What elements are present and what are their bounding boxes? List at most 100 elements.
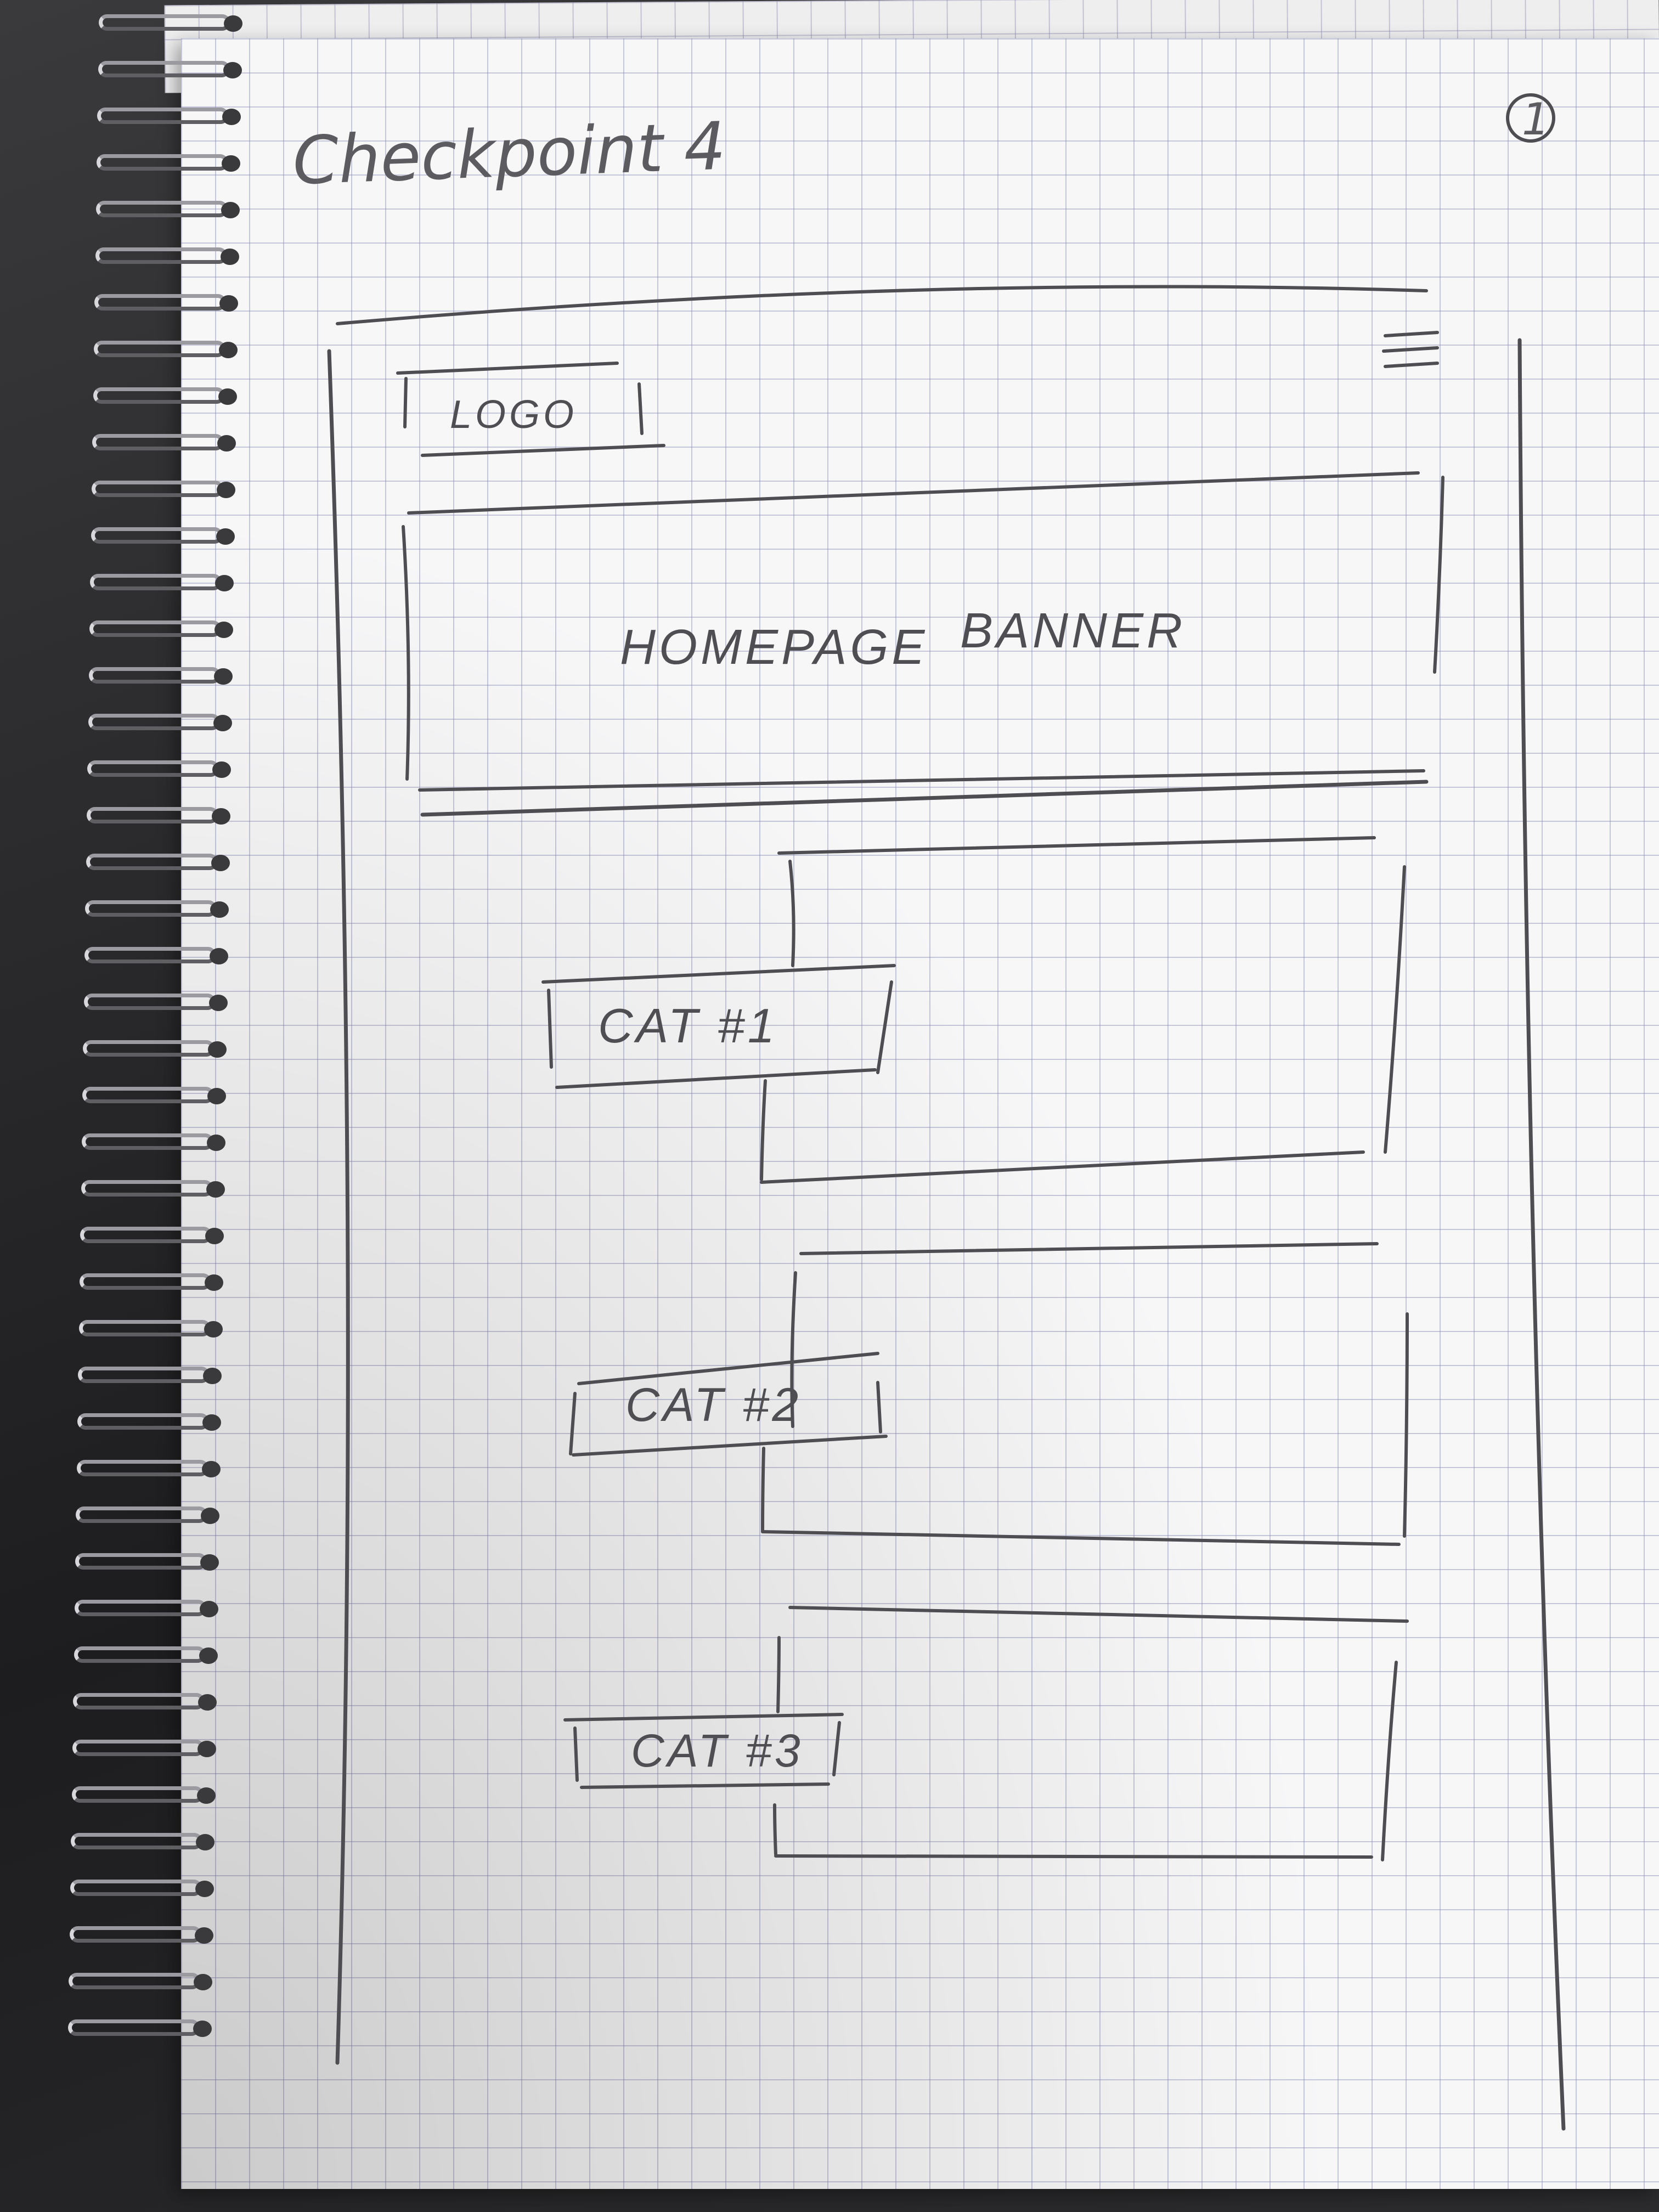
binding-ring [55, 1457, 221, 1481]
category-label-3: CAT #3 [631, 1725, 804, 1776]
binding-ring [64, 850, 230, 874]
category-label-tag-3[interactable]: CAT #3 [563, 1713, 844, 1789]
banner-text-right: BANNER [960, 603, 1186, 658]
category-card-2[interactable]: CAT #2 [569, 1242, 1409, 1546]
punch-hole [194, 1927, 213, 1944]
logo-box[interactable]: LOGO [396, 362, 665, 457]
binding-ring [63, 944, 228, 968]
page-number-badge: 1 [1506, 93, 1555, 145]
binding-ring [51, 1690, 217, 1714]
binding-ring [69, 524, 235, 548]
punch-hole [220, 249, 239, 265]
binding-ring [53, 1550, 219, 1574]
hamburger-menu-icon[interactable] [1382, 331, 1439, 368]
binding-ring [50, 1783, 216, 1807]
binding-ring [57, 1317, 223, 1341]
binding-ring [75, 151, 241, 175]
punch-hole [208, 995, 228, 1011]
punch-hole [196, 1787, 216, 1804]
punch-hole [223, 62, 242, 78]
binding-ring [70, 477, 235, 501]
punch-hole [204, 1321, 223, 1338]
punch-hole [199, 1647, 218, 1664]
punch-hole [217, 435, 236, 452]
binding-ring [71, 384, 237, 408]
punch-hole [204, 1274, 223, 1291]
binding-ring [70, 431, 236, 455]
binding-ring [49, 1830, 215, 1854]
logo-label: LOGO [450, 393, 577, 437]
punch-hole [201, 1508, 220, 1524]
punch-hole [201, 1461, 221, 1477]
category-label-tag-1[interactable]: CAT #1 [541, 964, 896, 1089]
binding-ring [60, 1084, 227, 1108]
binding-ring [60, 1130, 225, 1154]
binding-ring [75, 104, 241, 128]
category-label-2: CAT #2 [625, 1379, 802, 1431]
homepage-banner: HOMEPAGE BANNER [402, 471, 1444, 817]
banner-text-left: HOMEPAGE [620, 620, 928, 675]
punch-hole [206, 1181, 225, 1198]
binding-ring [58, 1270, 223, 1294]
binding-ring [72, 291, 239, 315]
category-label-1: CAT #1 [598, 998, 778, 1053]
punch-hole [206, 1135, 225, 1151]
punch-hole [213, 715, 232, 731]
punch-hole [196, 1834, 215, 1850]
binding-ring [67, 617, 234, 641]
punch-hole [210, 901, 229, 918]
binding-ring [54, 1503, 220, 1527]
punch-hole [200, 1554, 219, 1571]
punch-hole [210, 948, 228, 964]
binding-ring [74, 198, 240, 222]
spiral-binding [44, 11, 242, 2096]
category-card-3[interactable]: CAT #3 [563, 1606, 1409, 1861]
punch-hole [212, 761, 232, 778]
binding-ring [52, 1643, 218, 1667]
punch-hole [215, 622, 234, 638]
binding-ring [67, 664, 233, 688]
binding-ring [47, 1970, 213, 1994]
binding-ring [50, 1736, 216, 1760]
punch-hole [216, 528, 235, 545]
notebook-heading: Checkpoint 4 [291, 109, 727, 200]
page-number: 1 [1522, 94, 1550, 145]
punch-hole [197, 1741, 216, 1757]
binding-ring [59, 1177, 225, 1201]
punch-hole [195, 1881, 214, 1897]
punch-hole [205, 1228, 224, 1244]
punch-hole [193, 2021, 212, 2037]
punch-hole [215, 575, 234, 591]
binding-ring [56, 1363, 222, 1387]
binding-ring [72, 337, 238, 362]
punch-hole [194, 1974, 213, 1990]
binding-ring [46, 2016, 212, 2040]
punch-hole [222, 109, 241, 125]
binding-ring [63, 897, 229, 921]
punch-hole [211, 855, 230, 871]
binding-ring [58, 1223, 224, 1248]
punch-hole [203, 1368, 222, 1384]
page-frame [327, 285, 1566, 2131]
binding-ring [76, 58, 242, 82]
punch-hole [217, 482, 235, 498]
category-label-tag-2[interactable]: CAT #2 [569, 1352, 888, 1457]
grid-paper-sheet [181, 38, 1659, 2189]
binding-ring [62, 990, 228, 1014]
binding-ring [68, 571, 234, 595]
punch-hole [218, 342, 238, 358]
punch-hole [222, 155, 241, 172]
binding-ring [55, 1410, 221, 1434]
punch-hole [208, 1041, 227, 1058]
binding-ring [66, 710, 232, 735]
punch-hole [224, 15, 242, 32]
binding-ring [77, 11, 242, 35]
punch-hole [199, 1601, 218, 1617]
punch-hole [202, 1414, 221, 1431]
binding-ring [74, 244, 239, 268]
binding-ring [65, 804, 230, 828]
punch-hole [198, 1694, 217, 1711]
category-card-1[interactable]: CAT #1 [541, 836, 1406, 1184]
